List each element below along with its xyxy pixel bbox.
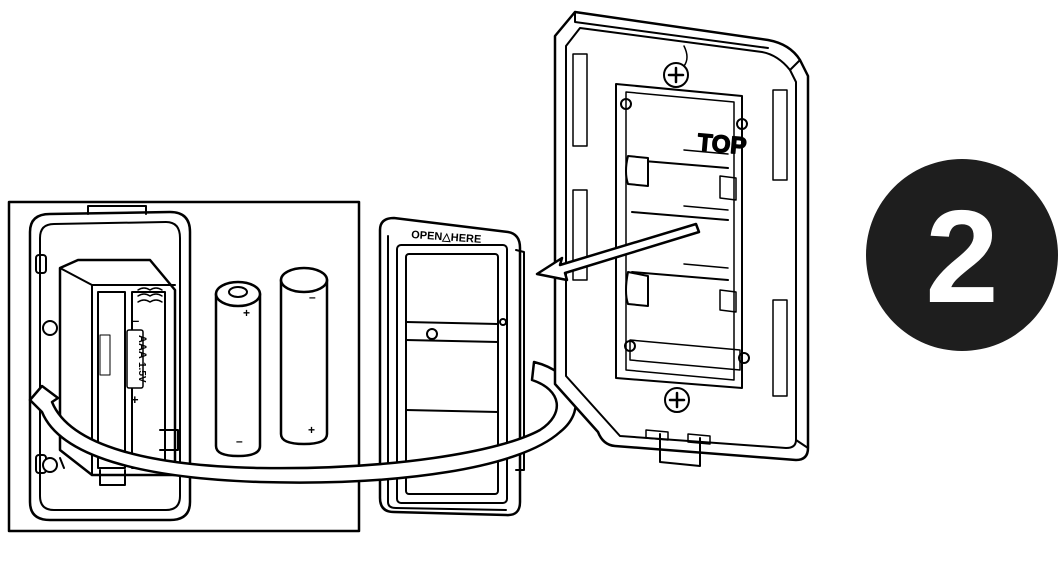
battery-holder: AAA 1.5V – + — [58, 258, 179, 486]
battery-1-minus: – — [236, 434, 243, 448]
battery-2-minus: – — [309, 290, 316, 304]
step-badge: 2 — [866, 159, 1058, 351]
battery-2-plus: + — [308, 423, 315, 437]
screw-icon — [664, 387, 690, 413]
wall-bracket: TOP — [553, 10, 810, 467]
step-number: 2 — [925, 183, 998, 330]
holder-label-voltage: 1.5V — [136, 362, 147, 383]
open-here-label: OPEN△HERE — [411, 229, 482, 246]
battery-1-plus: + — [243, 306, 250, 320]
top-label: TOP — [696, 129, 747, 160]
front-cover: OPEN△HERE — [378, 216, 525, 517]
straight-arrow-icon — [535, 222, 701, 282]
holder-minus-sign: – — [132, 313, 139, 328]
battery-2: – + — [279, 266, 329, 446]
screw-icon — [663, 45, 689, 88]
holder-label-aaa: AAA — [136, 335, 148, 359]
battery-1: + – — [214, 280, 262, 458]
holder-plus-sign: + — [131, 392, 139, 407]
curved-arrow-icon — [28, 360, 578, 484]
